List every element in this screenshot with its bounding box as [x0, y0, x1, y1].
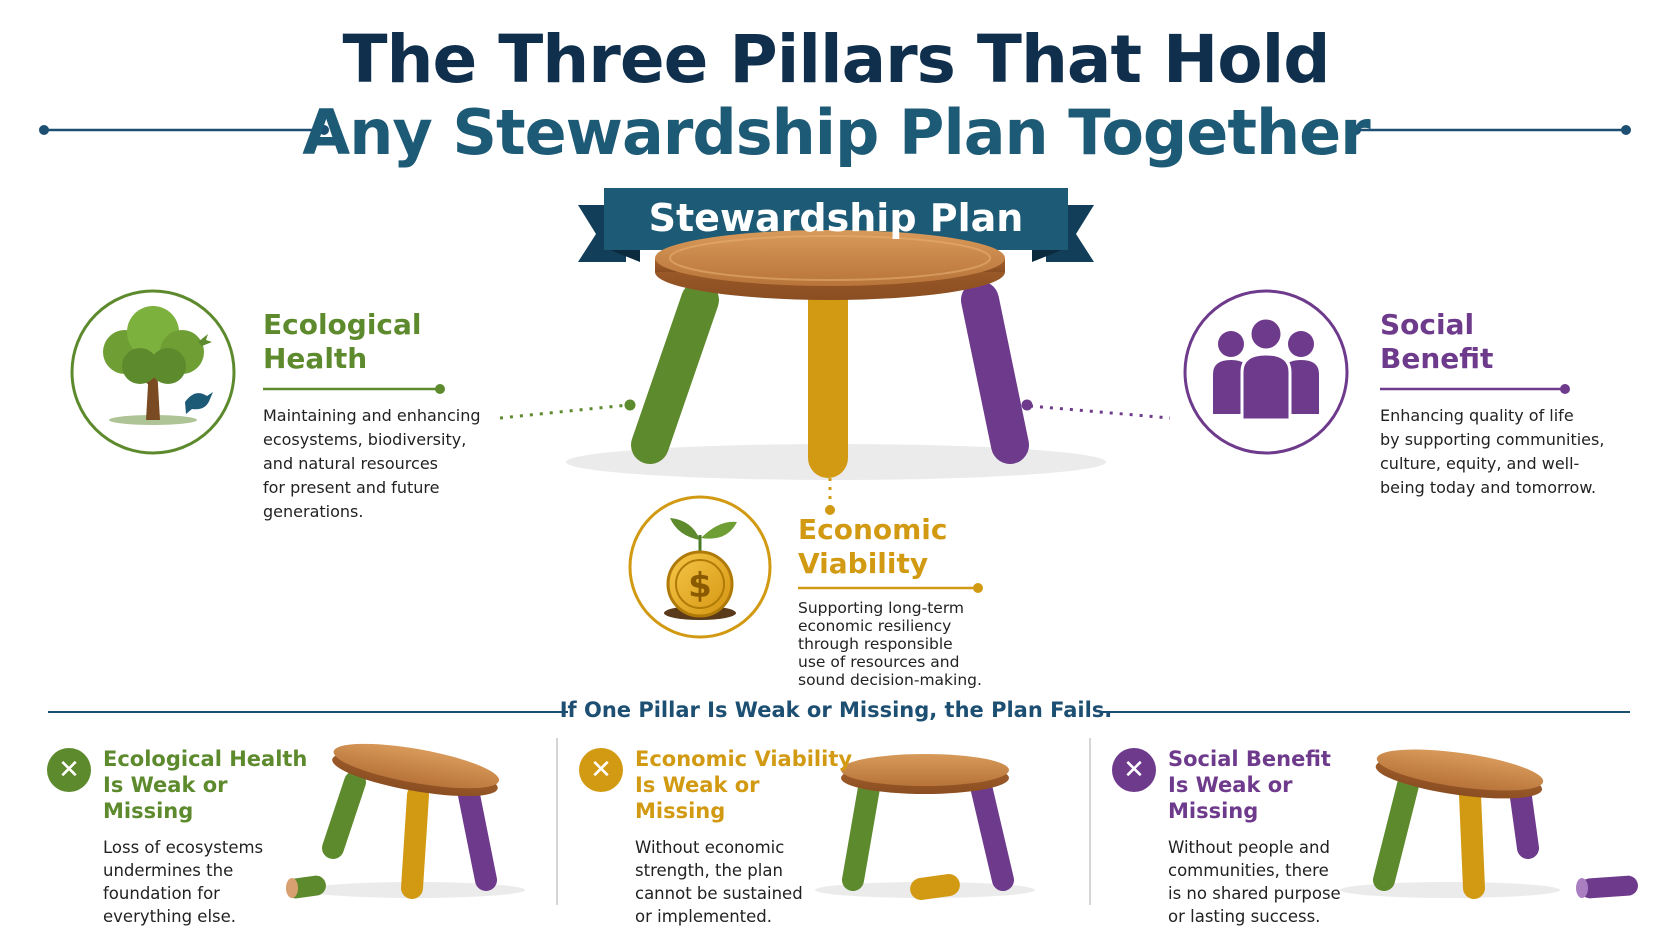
- ecological-icon-circle: [70, 289, 236, 455]
- pillar-description: Enhancing quality of life by supporting …: [1380, 406, 1605, 497]
- pillar-economic: Economic Viability Supporting long-term …: [798, 513, 1038, 689]
- bird-icon: [185, 334, 213, 414]
- connector-social: [1021, 384, 1570, 420]
- main-stool: [566, 230, 1106, 480]
- failure-title: Ecological Health Is Weak or Missing: [103, 747, 308, 823]
- banner-ribbon: [578, 188, 1094, 262]
- pillar-description: Maintaining and enhancing ecosystems, bi…: [263, 406, 481, 521]
- pillar-title: Social Benefit: [1380, 308, 1494, 375]
- x-badge-economic: ✕: [579, 748, 623, 792]
- page-title-line2: Any Stewardship Plan Together: [302, 96, 1371, 169]
- social-icon-circle: [1183, 289, 1349, 455]
- pillar-title: Ecological Health: [263, 308, 422, 375]
- title-rule-left: [39, 125, 329, 135]
- failure-title: Economic Viability Is Weak or Missing: [635, 747, 853, 823]
- pillar-ecological: Ecological Health Maintaining and enhanc…: [263, 308, 523, 524]
- failure-ecological: Ecological Health Is Weak or Missing Los…: [103, 746, 313, 928]
- failure-social: Social Benefit Is Weak or Missing Withou…: [1168, 746, 1378, 928]
- fail-header: If One Pillar Is Weak or Missing, the Pl…: [559, 698, 1113, 722]
- broken-stool-ecological: [286, 743, 525, 899]
- svg-text:$: $: [688, 566, 712, 606]
- x-badge-ecological: ✕: [47, 748, 91, 792]
- title-rule-right: [1351, 125, 1631, 135]
- tree-icon: [103, 306, 204, 425]
- failure-economic: Economic Viability Is Weak or Missing Wi…: [635, 746, 855, 928]
- broken-stool-social: [1340, 749, 1638, 899]
- coin-sprout-icon: $: [664, 518, 737, 620]
- pillar-description: Supporting long-term economic resiliency…: [798, 599, 982, 689]
- failure-description: Without economic strength, the plan cann…: [635, 838, 803, 926]
- page-title-line1: The Three Pillars That Hold: [342, 21, 1331, 98]
- connector-ecological: [263, 384, 636, 420]
- pillar-social: Social Benefit Enhancing quality of life…: [1380, 308, 1650, 500]
- x-badge-social: ✕: [1112, 748, 1156, 792]
- failure-title: Social Benefit Is Weak or Missing: [1168, 747, 1331, 823]
- people-icon: [1213, 316, 1319, 422]
- banner-label: Stewardship Plan: [648, 196, 1024, 240]
- economic-icon-circle: $: [628, 495, 772, 639]
- connector-economic: [798, 478, 983, 593]
- failure-description: Loss of ecosystems undermines the founda…: [103, 838, 264, 926]
- broken-stool-economic: [815, 754, 1035, 900]
- failure-description: Without people and communities, there is…: [1168, 838, 1341, 926]
- pillar-title: Economic Viability: [798, 513, 948, 580]
- column-dividers: [556, 738, 1091, 905]
